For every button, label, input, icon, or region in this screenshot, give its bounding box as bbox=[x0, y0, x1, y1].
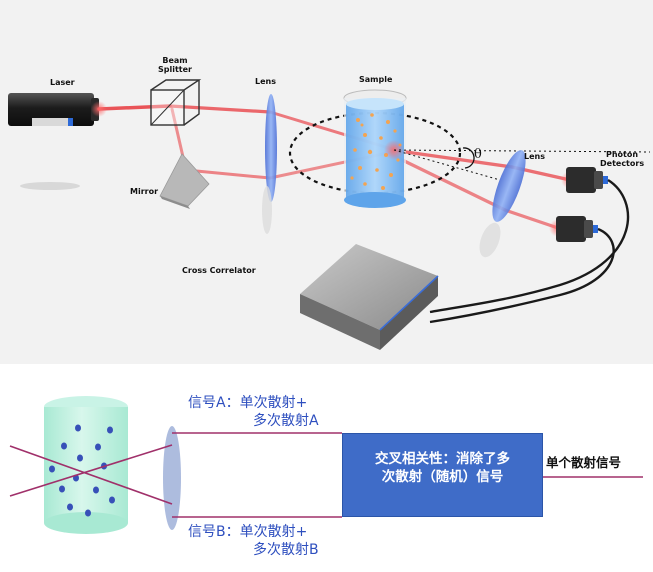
scattering-angle bbox=[393, 147, 651, 181]
signal-a-line1: 信号A：单次散射+ bbox=[188, 395, 308, 411]
label-lens-left: Lens bbox=[255, 77, 276, 86]
beam-splitter bbox=[150, 79, 202, 126]
label-theta: θ bbox=[474, 147, 482, 162]
label-beam-splitter: Beam Splitter bbox=[158, 56, 192, 74]
sample-cylinder bbox=[44, 396, 128, 534]
label-laser: Laser bbox=[50, 78, 75, 87]
label-photon-detectors-line1: Photon bbox=[606, 150, 639, 159]
lens-right bbox=[479, 150, 526, 258]
label-photon-detectors-line2: Detectors bbox=[600, 159, 645, 169]
signal-a-label: 信号A：单次散射+ 多次散射A bbox=[188, 394, 319, 430]
signal-a-line2: 多次散射A bbox=[253, 413, 319, 430]
cross-correlation-box bbox=[342, 433, 543, 517]
cross-correlator-device bbox=[300, 244, 439, 350]
label-sample: Sample bbox=[359, 75, 393, 84]
signal-b-line2: 多次散射B bbox=[253, 542, 319, 559]
photon-detector-top bbox=[566, 167, 608, 193]
lens-left bbox=[262, 94, 277, 234]
particles bbox=[49, 424, 115, 517]
label-lens-right: Lens bbox=[524, 152, 545, 161]
label-cross-correlator: Cross Correlator bbox=[182, 266, 256, 275]
photon-detector-bottom bbox=[556, 216, 598, 242]
signal-lines bbox=[9, 432, 643, 518]
detector-cables bbox=[429, 178, 630, 324]
output-label: 单个散射信号 bbox=[546, 455, 622, 470]
bottom-lens bbox=[163, 426, 181, 530]
label-beam-splitter-line1: Beam bbox=[162, 56, 188, 65]
cross-correlation-box-text: 交叉相关性：消除了多次散射（随机）信号 bbox=[375, 451, 510, 486]
signal-b-label: 信号B：单次散射+ 多次散射B bbox=[188, 523, 319, 559]
label-mirror: Mirror bbox=[130, 187, 159, 196]
mirror bbox=[159, 153, 210, 209]
signal-b-line1: 信号B：单次散射+ bbox=[188, 524, 308, 540]
label-beam-splitter-line2: Splitter bbox=[158, 65, 192, 75]
scattering-ring bbox=[288, 111, 462, 195]
label-photon-detectors: Photon Detectors bbox=[600, 150, 644, 168]
